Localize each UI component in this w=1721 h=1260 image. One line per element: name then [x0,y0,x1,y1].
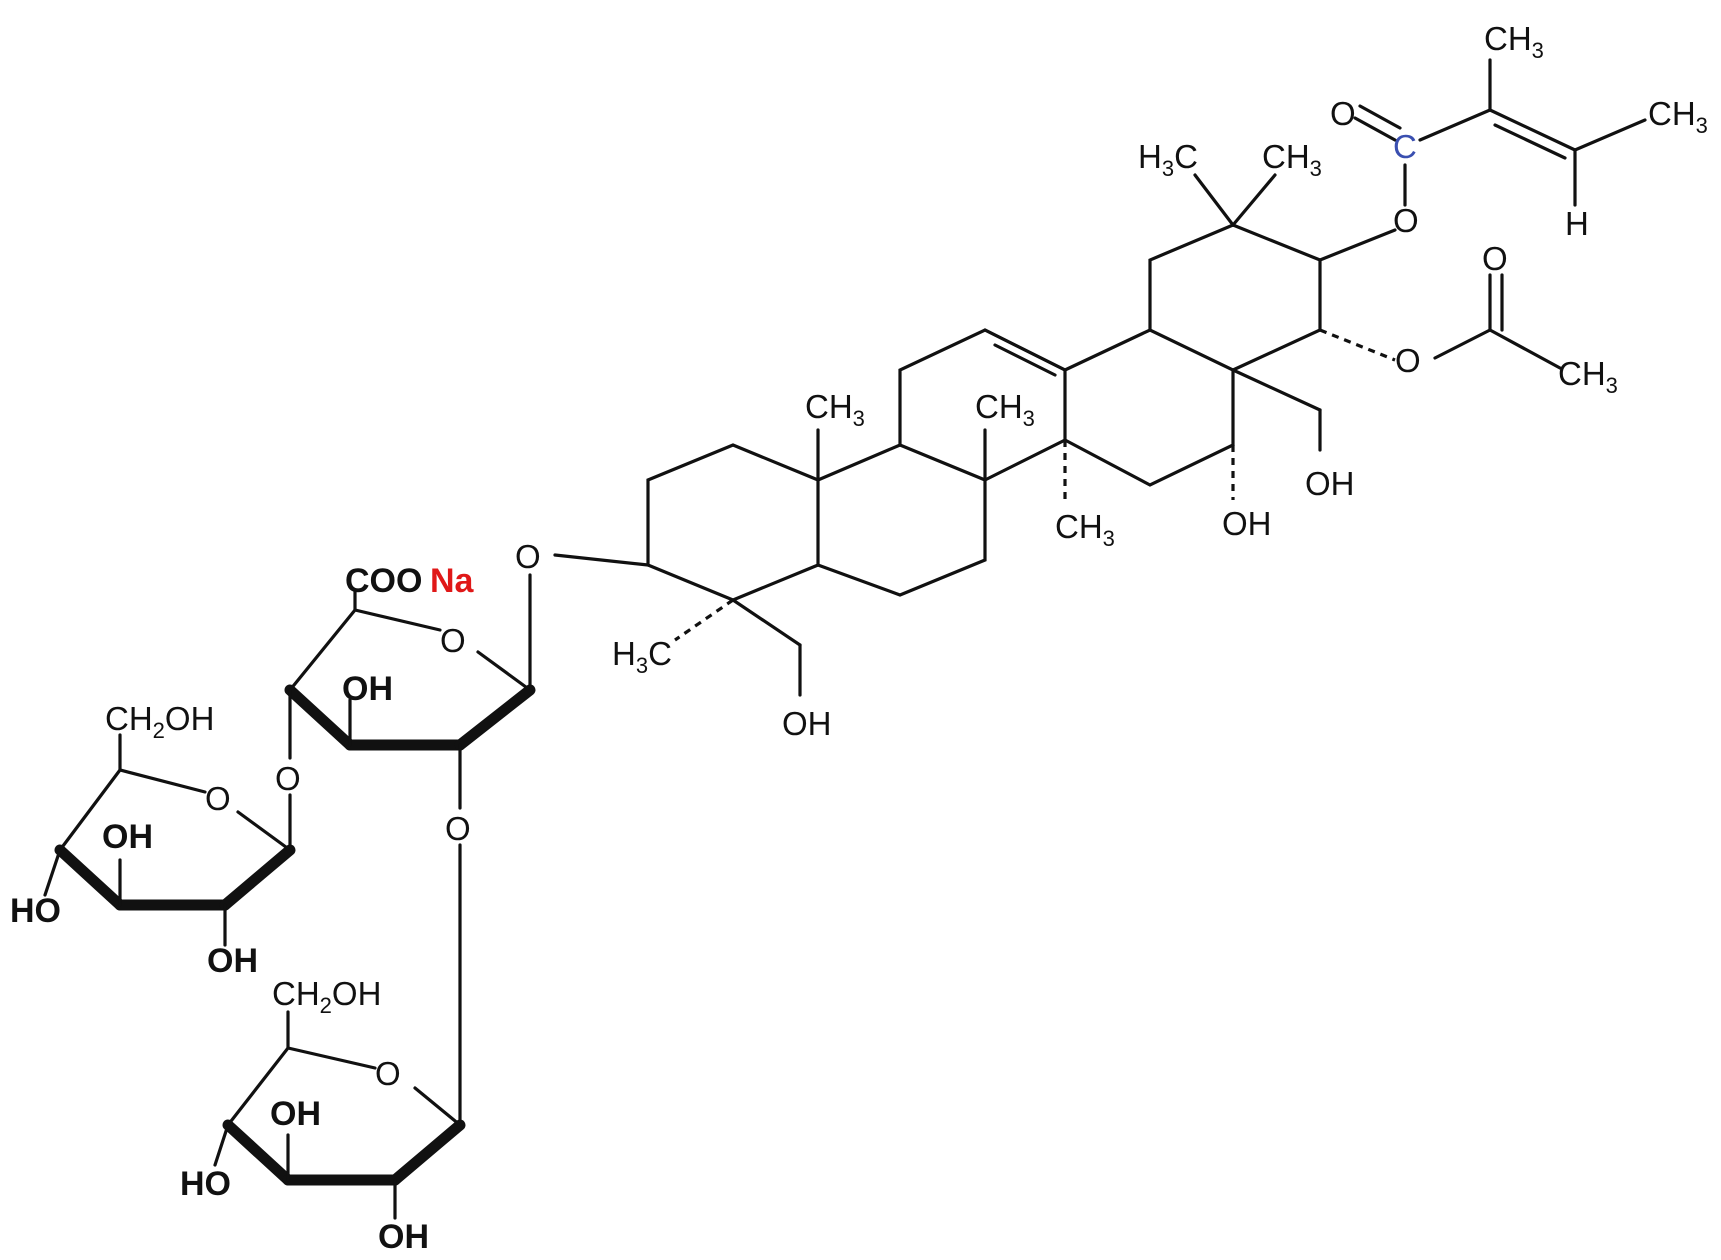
label-o-carbonyl-acetate: O [1482,240,1508,277]
label-oh-lower-c4: OH [270,1095,321,1133]
label-h3c-gem: H3C [1138,138,1198,181]
glucuronide-ring-bonds [284,573,536,1127]
label-ho-upper: HO [10,892,61,930]
atom-labels: CH3 O C CH3 H O H3C CH3 O O CH3 CH3 CH3 … [10,20,1708,1256]
label-ch2oh-upper: CH2OH [105,700,214,743]
label-o-ester-angelate: O [1393,202,1419,239]
label-o-glycosidic: O [515,538,541,575]
label-h-alkene: H [1565,205,1589,242]
label-ch3-gem: CH3 [1262,138,1322,181]
label-c-carbonyl-angelate: C [1393,128,1417,165]
label-coo: COO [345,562,422,600]
label-na: Na [430,562,475,600]
ester-side-chain-bonds [1318,58,1647,370]
label-o-carbonyl-angelate: O [1330,95,1356,132]
label-o-link-lower: O [445,810,471,847]
galactose-lower-bonds [213,1010,466,1220]
label-o-link-upper: O [275,760,301,797]
label-oh-c28: OH [1305,465,1355,502]
label-oh-c24: OH [782,705,832,742]
label-oh-lower-c2: OH [378,1218,429,1256]
label-oh-upper-c4: OH [102,818,153,856]
label-ch3-c8: CH3 [975,388,1035,431]
label-oh-upper-c2: OH [207,942,258,980]
label-o-ring-upper: O [205,780,231,817]
label-o-ring-lower: O [375,1055,401,1092]
label-h3c-c4: H3C [612,635,672,678]
label-ch3-c10: CH3 [805,388,865,431]
label-o-ester-acetate: O [1395,342,1421,379]
label-ch3-c14: CH3 [1055,508,1115,551]
triterpene-core-bonds [553,173,1322,697]
label-ho-lower: HO [180,1165,231,1203]
label-ch2oh-lower: CH2OH [272,975,381,1018]
label-ch3-acetate: CH3 [1558,355,1618,398]
label-oh-glucuronide: OH [342,670,393,708]
galactose-upper-bonds [43,733,296,947]
label-ch3-angelate-top: CH3 [1484,20,1544,63]
label-oh-c16: OH [1222,505,1272,542]
label-ch3-angelate-right: CH3 [1648,95,1708,138]
label-o-ring-glucuronide: O [440,622,466,659]
